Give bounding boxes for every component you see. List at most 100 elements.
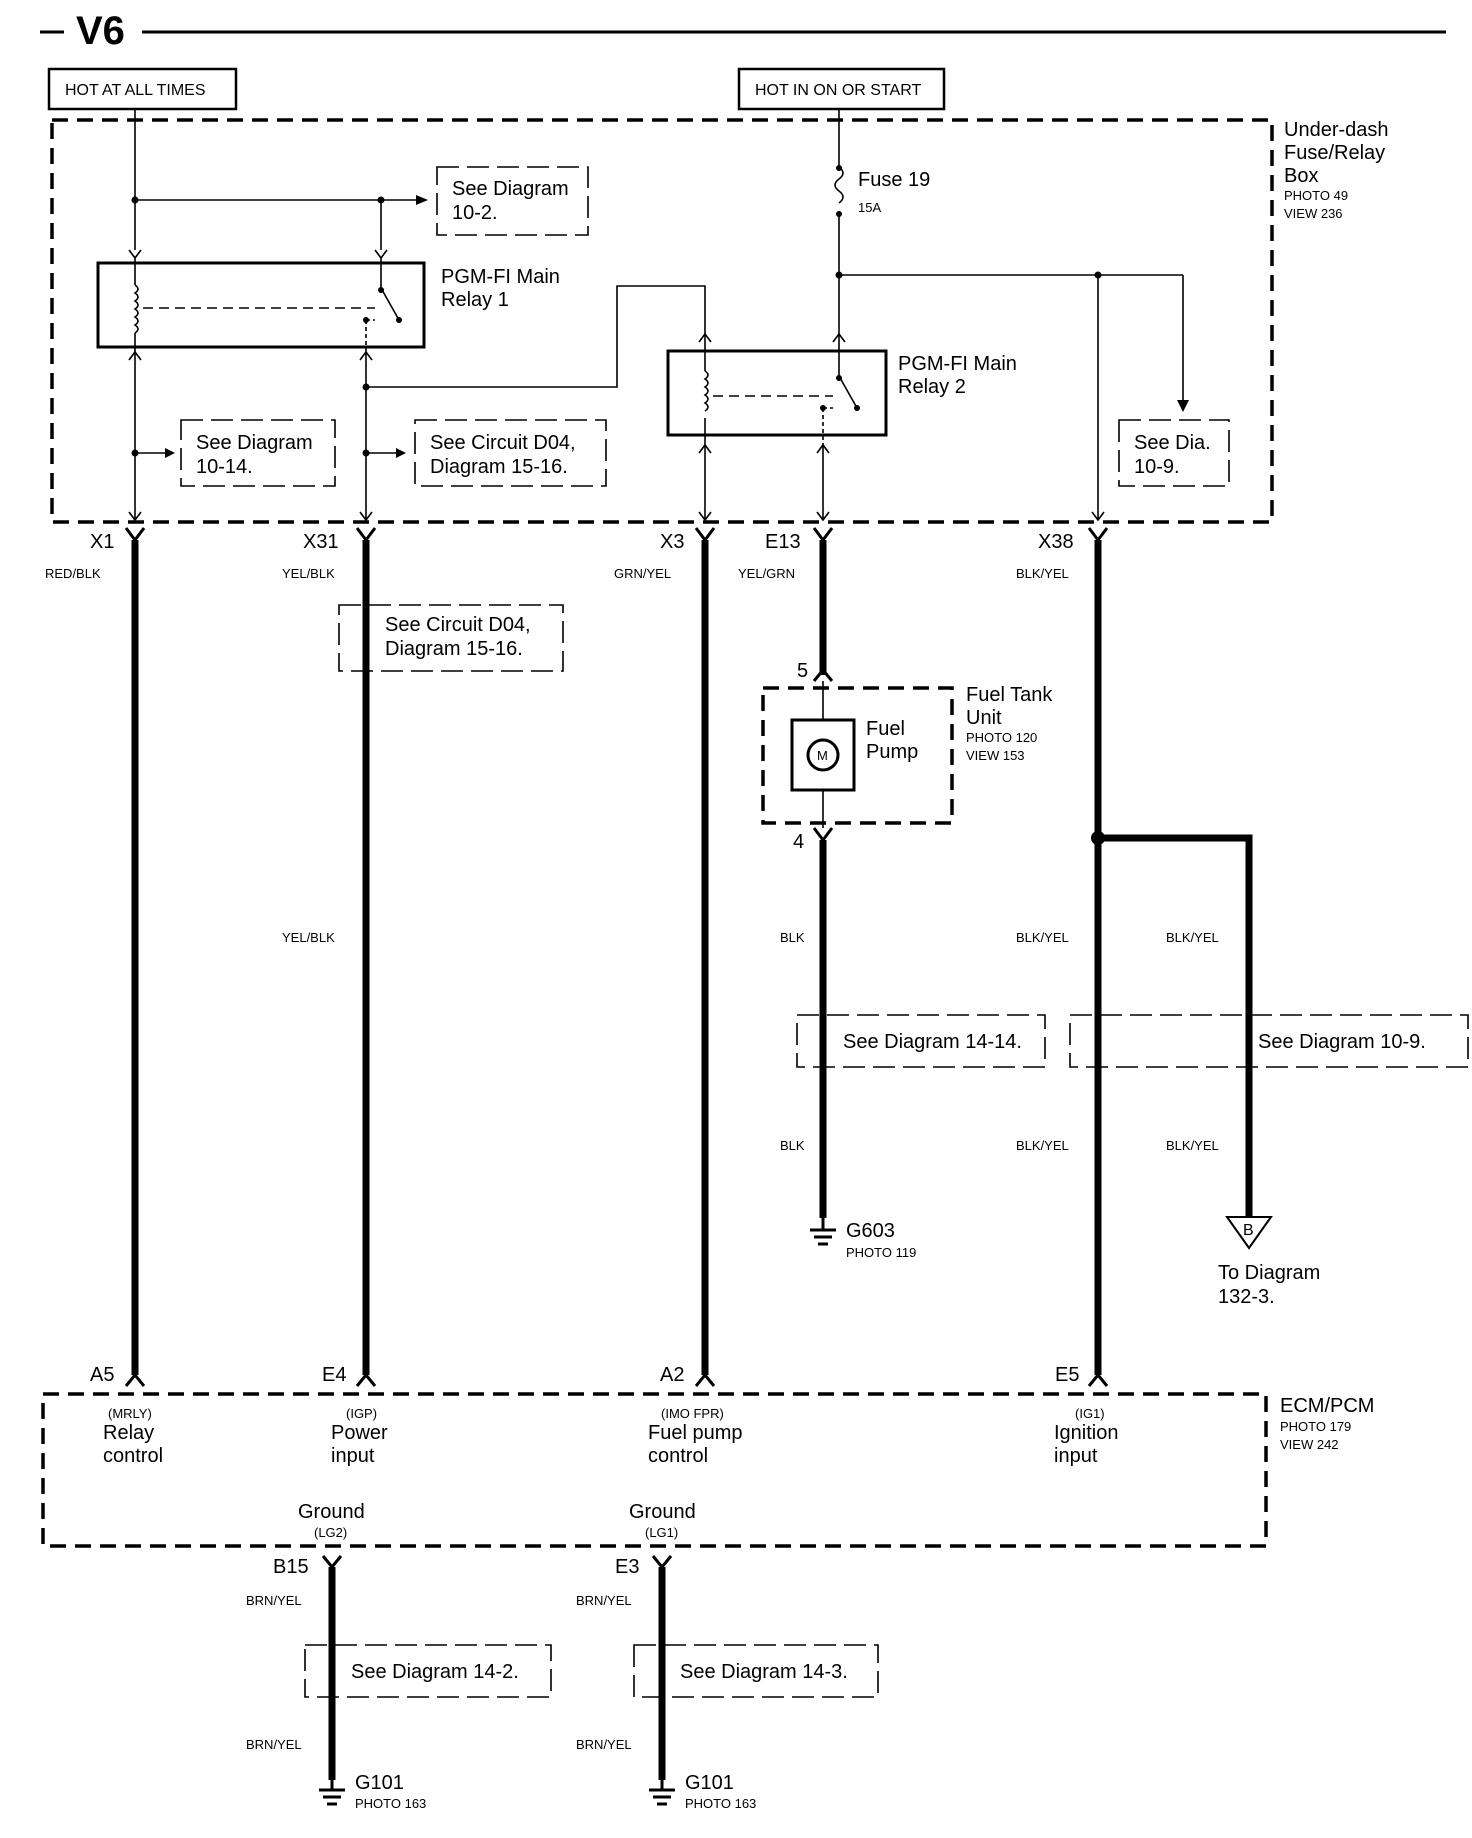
arrow-to-10-2: [416, 195, 428, 205]
relay-1-label-2: Relay 1: [441, 289, 509, 311]
relay-1-coil: [133, 284, 139, 334]
splice: [362, 449, 370, 457]
ecm-name: ECM/PCM: [1280, 1395, 1374, 1417]
fuel-tank-pin-4: 4: [793, 831, 804, 853]
ecm-pin-label-ig-input: input: [1054, 1445, 1098, 1467]
ecm-pin-label-power: Power: [331, 1422, 388, 1444]
ecm-pin-code-mrly: (MRLY): [108, 1406, 152, 1421]
ref-14-14: See Diagram 14-14.: [843, 1031, 1022, 1053]
connector-forks: [124, 527, 1109, 543]
ref-10-14-line1: See Diagram: [196, 432, 313, 454]
wire-color-red-blk: RED/BLK: [45, 566, 101, 581]
fuse-box-name-2: Fuse/Relay: [1284, 142, 1385, 164]
offpage-label-2: 132-3.: [1218, 1286, 1275, 1308]
relay-1-label-1: PGM-FI Main: [441, 266, 560, 288]
ref-box-d04-2: [338, 604, 564, 672]
terminal-chevrons: [128, 350, 373, 361]
fuse-19-rating: 15A: [858, 200, 881, 215]
relay-contact: [836, 375, 842, 381]
ecm-ground-lg1-label: Ground: [629, 1501, 696, 1523]
fuel-pump-label-1: Fuel: [866, 718, 905, 740]
connector-x1: X1: [90, 531, 114, 553]
fuel-tank-unit-outline: [761, 686, 954, 825]
ground-g603: G603: [846, 1220, 895, 1242]
wire-color-yel-blk-2: YEL/BLK: [282, 930, 335, 945]
ecm-pin-label-relay: Relay: [103, 1422, 154, 1444]
connector-fork: [812, 827, 834, 843]
wire-color-blk-yel: BLK/YEL: [1016, 566, 1069, 581]
ref-d04-2-line2: Diagram 15-16.: [385, 638, 523, 660]
connector-a5: A5: [90, 1364, 114, 1386]
ecm-pin-code-imo-fpr: (IMO FPR): [661, 1406, 724, 1421]
offpage-letter: B: [1243, 1222, 1254, 1239]
ecm-pin-code-igp: (IGP): [346, 1406, 377, 1421]
motor-letter: M: [817, 748, 828, 763]
ground-g101-b: G101: [685, 1772, 734, 1794]
fuse-19-label: Fuse 19: [858, 169, 930, 191]
relay-2-body: [666, 349, 888, 437]
ecm-pin-label-control: control: [103, 1445, 163, 1467]
relay-2-label-2: Relay 2: [898, 376, 966, 398]
arrow-to-10-14: [165, 448, 175, 458]
connector-e13: E13: [765, 531, 801, 553]
wire-color-yel-blk: YEL/BLK: [282, 566, 335, 581]
offpage-connector-icon: [1225, 1216, 1273, 1250]
wire-color-brn-yel-1: BRN/YEL: [246, 1593, 302, 1608]
terminal-chevrons: [128, 511, 1105, 522]
connector-e5: E5: [1055, 1364, 1079, 1386]
relay-contact: [820, 405, 826, 411]
fuel-tank-label-1: Fuel Tank: [966, 684, 1053, 706]
fuel-pump-label-2: Pump: [866, 741, 918, 763]
ref-dia-10-9-line1: See Dia.: [1134, 432, 1211, 454]
wire-color-brn-yel-2: BRN/YEL: [576, 1593, 632, 1608]
wire-color-brn-yel-4: BRN/YEL: [576, 1737, 632, 1752]
relay-2-label-1: PGM-FI Main: [898, 353, 1017, 375]
ecm-view: VIEW 242: [1280, 1437, 1339, 1452]
ref-14-3: See Diagram 14-3.: [680, 1661, 848, 1683]
ecm-ground-lg2-code: (LG2): [314, 1525, 347, 1540]
fuse-terminal: [836, 165, 842, 171]
ecm-pin-code-ig1: (IG1): [1075, 1406, 1105, 1421]
relay-2-coil: [703, 370, 709, 412]
ref-box-14-14: [796, 1014, 1046, 1068]
ground-g101-a-photo: PHOTO 163: [355, 1796, 426, 1811]
ground-icon: [810, 1228, 836, 1246]
motor-icon: [806, 738, 840, 772]
relay-contact: [396, 317, 402, 323]
ref-box-14-2: [304, 1644, 552, 1698]
page-title: V6: [76, 9, 125, 53]
ecm-photo: PHOTO 179: [1280, 1419, 1351, 1434]
connector-x38: X38: [1038, 531, 1074, 553]
ref-10-9: See Diagram 10-9.: [1258, 1031, 1426, 1053]
ref-14-2: See Diagram 14-2.: [351, 1661, 519, 1683]
ecm-pin-label-fp-control: control: [648, 1445, 708, 1467]
terminal-chevrons: [698, 332, 846, 343]
wire-color-brn-yel-3: BRN/YEL: [246, 1737, 302, 1752]
connector-a2: A2: [660, 1364, 684, 1386]
fuse-box-name-3: Box: [1284, 165, 1318, 187]
ground-g603-photo: PHOTO 119: [846, 1245, 916, 1260]
relay-contact: [854, 405, 860, 411]
wire-to-diagram-132-3: [1098, 834, 1253, 1217]
connector-fork: [812, 667, 834, 682]
connector-x3: X3: [660, 531, 684, 553]
ref-d04-2-line1: See Circuit D04,: [385, 614, 531, 636]
hot-all-times-label: HOT AT ALL TIMES: [65, 82, 206, 99]
fuel-tank-view: VIEW 153: [966, 748, 1025, 763]
ref-10-2-line1: See Diagram: [452, 178, 569, 200]
ref-d04-line1: See Circuit D04,: [430, 432, 576, 454]
fuel-tank-pin-5: 5: [797, 660, 808, 682]
arrow-to-10-9: [1177, 400, 1189, 412]
wire-color-blk-yel-2: BLK/YEL: [1016, 930, 1069, 945]
ecm-pin-label-ignition: Ignition: [1054, 1422, 1119, 1444]
ref-box-14-3: [633, 1644, 879, 1698]
splice: [131, 449, 139, 457]
connector-b15: B15: [273, 1556, 309, 1578]
connector-x31: X31: [303, 531, 339, 553]
ref-dia-10-9-line2: 10-9.: [1134, 456, 1180, 478]
fuse-relay-box-outline: [50, 118, 1274, 524]
terminal-chevrons: [128, 249, 388, 260]
fuel-tank-photo: PHOTO 120: [966, 730, 1037, 745]
ref-d04-line2: Diagram 15-16.: [430, 456, 568, 478]
